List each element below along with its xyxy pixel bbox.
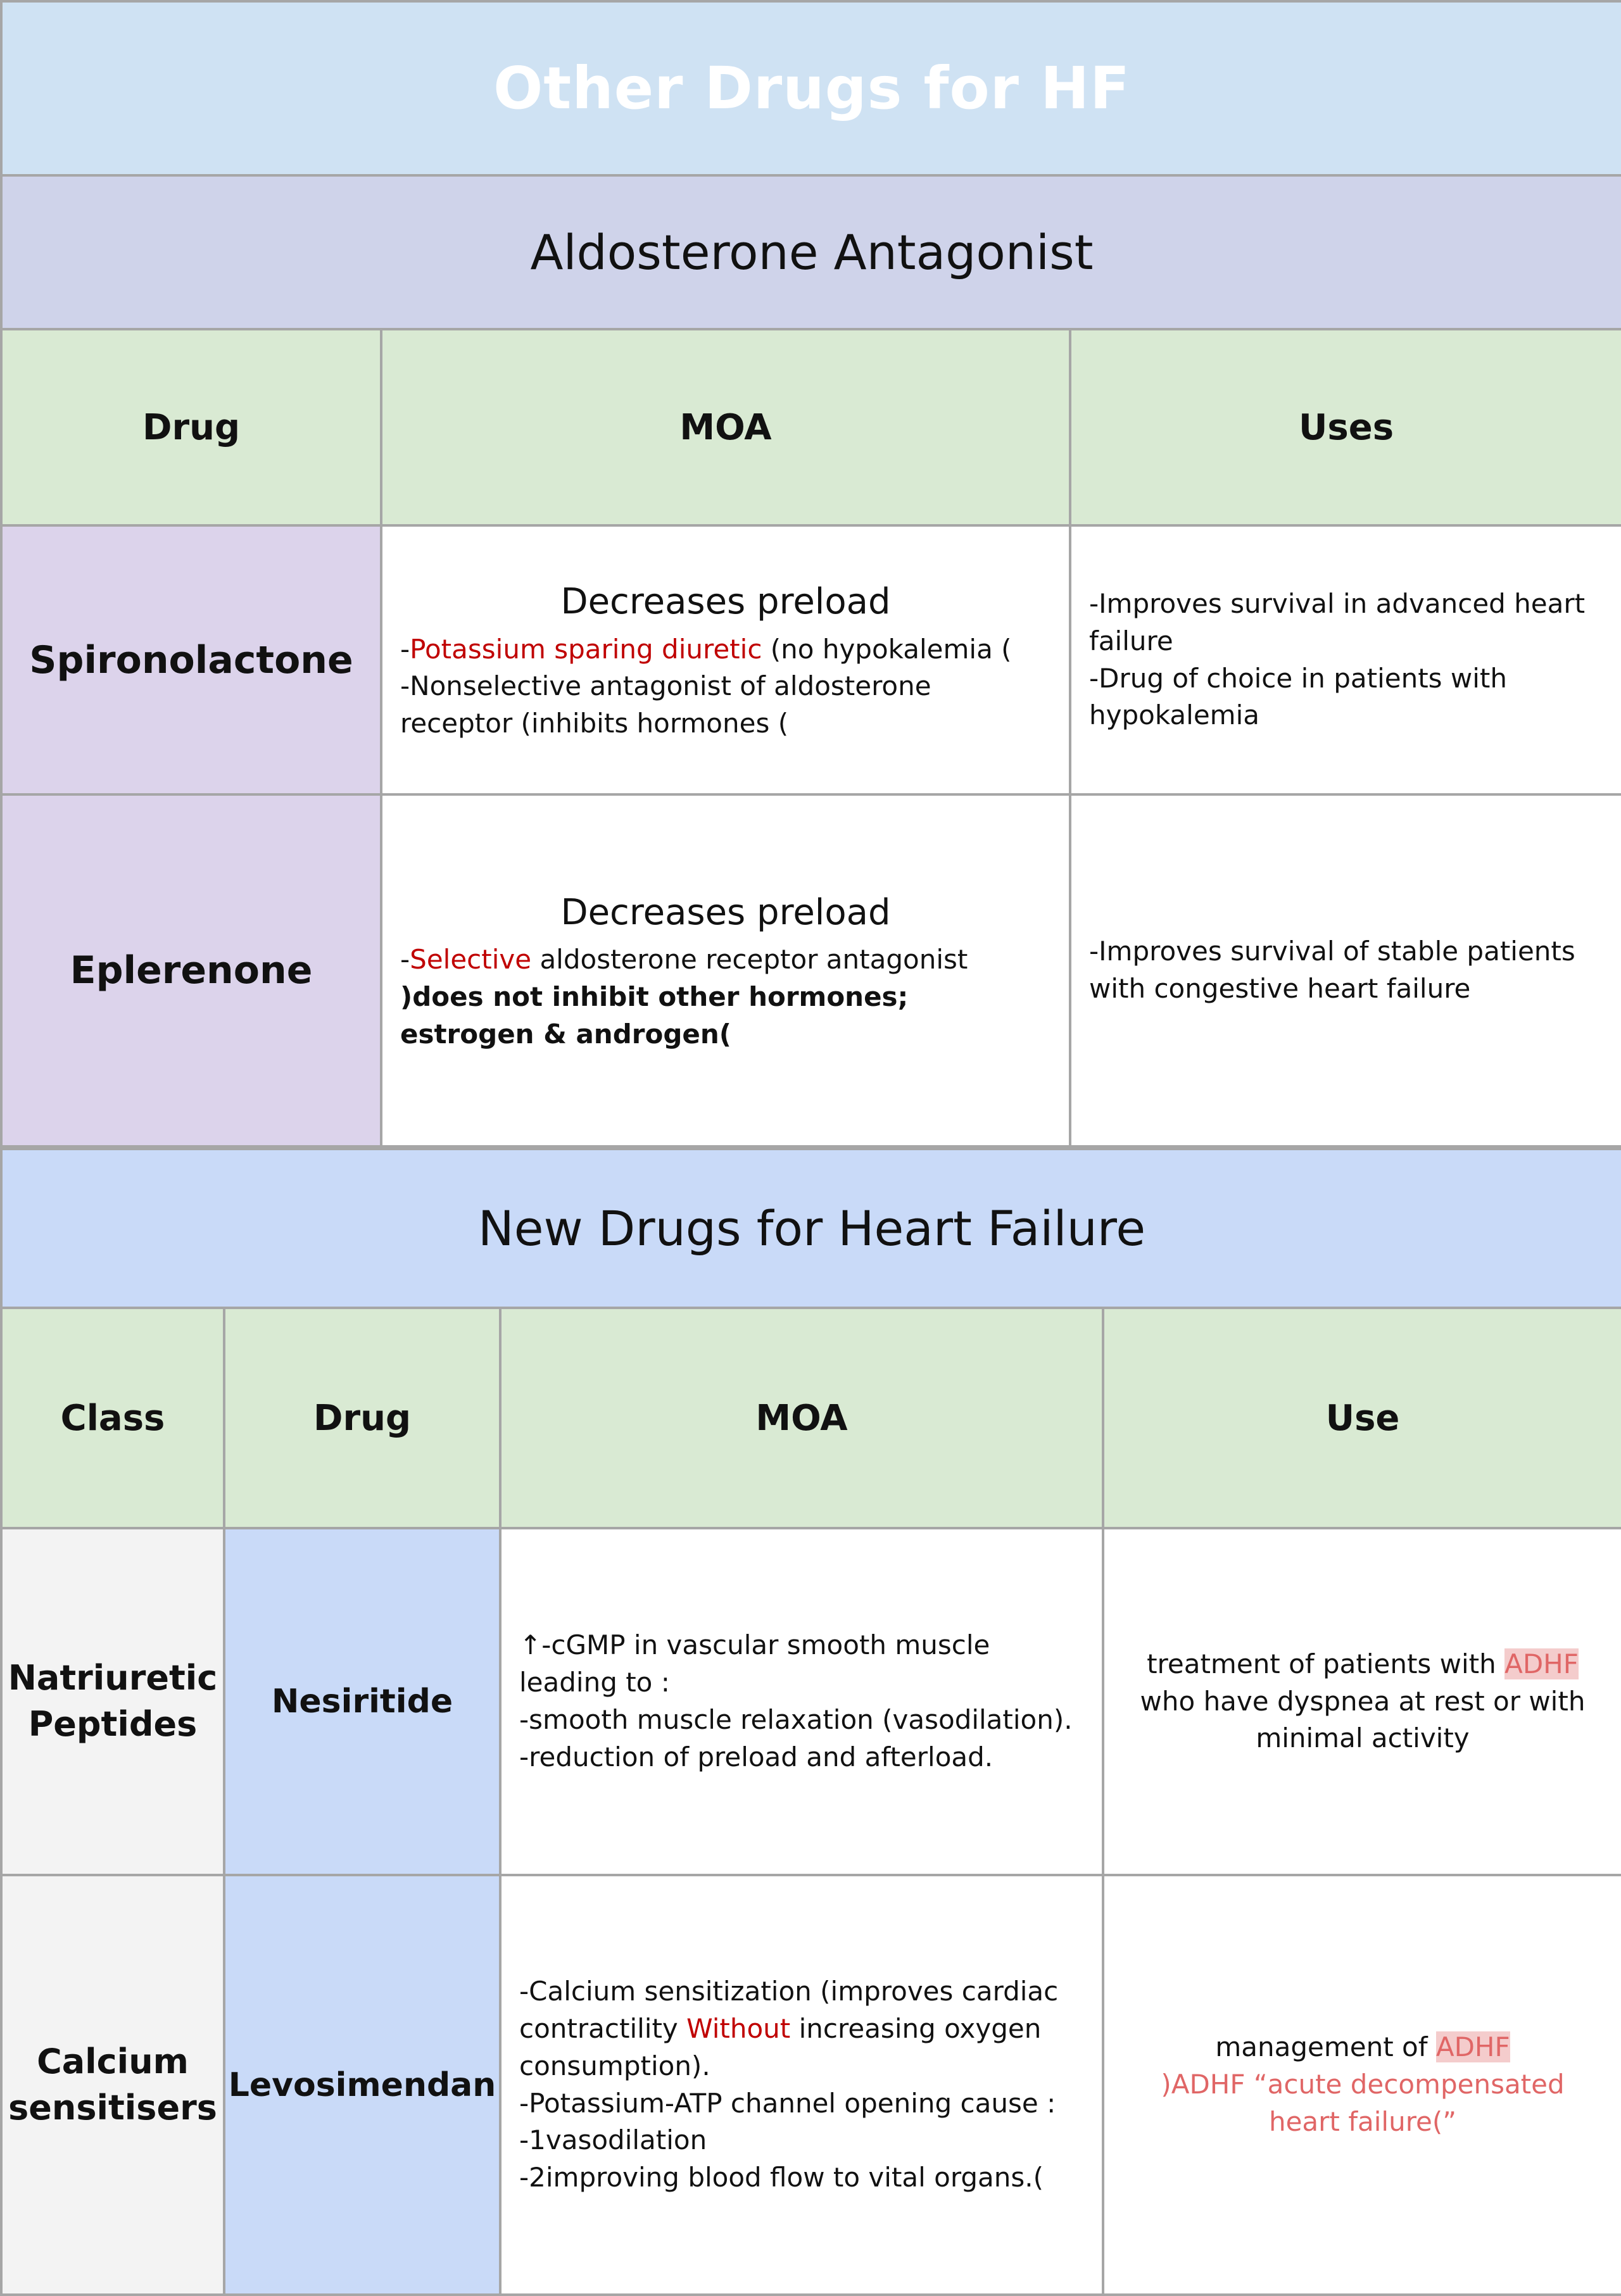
moa-line: -Potassium-ATP channel opening cause : [519,2087,1056,2119]
moa-heading: Decreases preload [560,891,891,933]
moa-line: -smooth muscle relaxation (vasodilation)… [519,1704,1073,1735]
moa-text: increasing oxygen consumption). [519,2012,1042,2081]
uses-line: -Drug of choice in patients with hypokal… [1089,662,1508,731]
header-row-new-drugs: Class Drug MOA Use [0,1307,1621,1529]
class-line: Peptides [28,1704,198,1744]
class-line: sensitisers [8,2087,217,2128]
header-moa: MOA [380,328,1071,527]
moa-text: (no hypokalemia ( [762,633,1012,665]
header-drug: Drug [0,328,382,527]
new-drugs-table: New Drugs for Heart Failure Class Drug M… [0,1148,1621,2296]
drug-name: Nesiritide [223,1527,501,1876]
moa-highlight-red: Without [686,2012,791,2044]
header-moa: MOA [499,1307,1104,1529]
moa-line: -Calcium sensitization (improves cardiac… [519,1973,1084,2085]
header-drug: Drug [223,1307,501,1529]
moa-line: -Nonselective antagonist of aldosterone … [400,670,931,739]
class-line: Calcium [37,2041,189,2081]
section-row-aldosterone: Aldosterone Antagonist [0,174,1621,330]
moa-text: aldosterone receptor antagonist [531,944,968,975]
table-row: Eplerenone Decreases preload -Selective … [0,793,1621,1148]
use-text: who have dyspnea at rest or with minimal… [1140,1685,1586,1754]
page-title: Other Drugs for HF [493,54,1130,122]
use-text: management of [1215,2031,1436,2063]
section-title-new-drugs: New Drugs for Heart Failure [477,1200,1146,1257]
uses-line: -Improves survival in advanced heart fai… [1089,587,1586,656]
header-use: Use [1102,1307,1621,1529]
use-highlight: ADHF [1504,1648,1579,1679]
header-class: Class [0,1307,225,1529]
title-row: Other Drugs for HF [0,0,1621,177]
moa-highlight-red: Selective [410,944,532,975]
drug-name: Spironolactone [0,524,382,796]
moa-line: -1vasodilation [519,2124,707,2156]
header-row-aldosterone: Drug MOA Uses [0,328,1621,527]
uses-cell: -Improves survival in advanced heart fai… [1068,524,1621,796]
use-cell: treatment of patients with ADHF who have… [1102,1527,1621,1876]
moa-line: -Selective aldosterone receptor antagoni… [400,941,1051,979]
moa-line: -Potassium sparing diuretic (no hypokale… [400,631,1051,668]
drug-name: Eplerenone [0,793,382,1148]
table-row: Calcium sensitisers Levosimendan -Calciu… [0,1874,1621,2296]
table-row: Natriuretic Peptides Nesiritide ↑-cGMP i… [0,1527,1621,1876]
moa-line: )does not inhibit other hormones; estrog… [400,981,909,1050]
moa-text: - [400,944,410,975]
header-uses: Uses [1068,328,1621,527]
section-title-aldosterone: Aldosterone Antagonist [530,224,1094,280]
moa-cell: ↑-cGMP in vascular smooth muscle leading… [499,1527,1104,1876]
use-line: management of ADHF [1123,2029,1602,2066]
class-line: Natriuretic [8,1658,218,1698]
uses-cell: -Improves survival of stable patients wi… [1068,793,1621,1148]
use-cell: management of ADHF )ADHF “acute decompen… [1102,1874,1621,2296]
section-cell: Aldosterone Antagonist [0,174,1621,330]
uses-line: -Improves survival of stable patients wi… [1089,936,1575,1004]
class-cell: Calcium sensitisers [0,1874,225,2296]
moa-highlight-red: Potassium sparing diuretic [410,633,762,665]
moa-cell: -Calcium sensitization (improves cardiac… [499,1874,1104,2296]
use-text: treatment of patients with [1147,1648,1505,1679]
table-row: Spironolactone Decreases preload -Potass… [0,524,1621,796]
section-cell: New Drugs for Heart Failure [0,1148,1621,1309]
title-cell: Other Drugs for HF [0,0,1621,177]
moa-cell: Decreases preload -Selective aldosterone… [380,793,1071,1148]
moa-line: -reduction of preload and afterload. [519,1741,993,1772]
moa-heading: Decreases preload [560,581,891,623]
moa-text: -Calcium sensitization (improves cardiac… [519,1976,1059,2044]
drug-name: Levosimendan [223,1874,501,2296]
moa-cell: Decreases preload -Potassium sparing diu… [380,524,1071,796]
moa-line: ↑-cGMP in vascular smooth muscle leading… [519,1629,990,1698]
aldosterone-table: Other Drugs for HF Aldosterone Antagonis… [0,0,1621,1148]
moa-text: - [400,633,410,665]
moa-line: -2improving blood flow to vital organs.( [519,2162,1044,2193]
section-row-new-drugs: New Drugs for Heart Failure [0,1148,1621,1309]
use-note: )ADHF “acute decompensated heart failure… [1161,2069,1565,2137]
class-cell: Natriuretic Peptides [0,1527,225,1876]
use-highlight: ADHF [1435,2031,1510,2063]
